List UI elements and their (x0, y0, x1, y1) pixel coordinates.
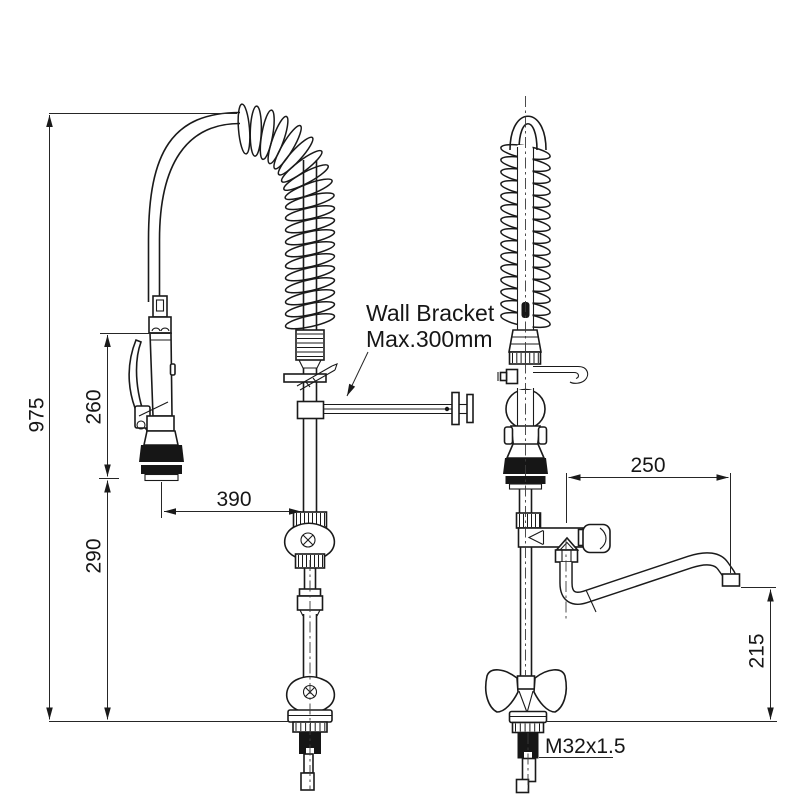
dim-260-text: 260 (83, 389, 106, 424)
wall-bracket-label-line1: Wall Bracket (366, 300, 495, 326)
coil-spring-front (237, 103, 336, 330)
coil-ferrule-side (508, 329, 542, 365)
dim-250-text: 250 (630, 454, 665, 477)
dim-390: 390 (161, 482, 301, 518)
dim-290-text: 290 (83, 538, 106, 573)
side-view (484, 96, 741, 794)
dim-260: 260 (83, 333, 172, 479)
thread-label-text: M32x1.5 (545, 735, 626, 758)
spray-gun (128, 295, 184, 482)
spray-hose (147, 111, 241, 302)
dim-250: 250 (566, 454, 731, 573)
swing-spout (515, 512, 741, 613)
wall-hook-side (497, 365, 589, 385)
dim-975: 975 (26, 113, 237, 720)
dim-390-text: 390 (216, 488, 251, 511)
dim-290: 290 (83, 480, 111, 720)
hose-loop-side (509, 115, 547, 151)
dim-975-text: 975 (26, 397, 49, 432)
dim-215-text: 215 (746, 633, 769, 668)
valve-knob-front (283, 511, 336, 682)
spray-nozzle (139, 445, 184, 462)
base-assembly-side (508, 710, 548, 794)
wall-bracket-bar (296, 391, 474, 426)
dimension-lines: 975 260 290 390 250 215 (26, 113, 777, 758)
dim-215: 215 (741, 587, 776, 720)
base-assembly-front (285, 675, 336, 791)
wall-bracket-label: Wall Bracket Max.300mm (346, 300, 495, 397)
front-view (128, 103, 474, 791)
spout-outlet (721, 573, 741, 587)
cross-handles (484, 669, 568, 713)
hose-hook (283, 363, 338, 391)
thread-label: M32x1.5 (539, 735, 626, 758)
wall-bracket-label-line2: Max.300mm (366, 326, 493, 352)
